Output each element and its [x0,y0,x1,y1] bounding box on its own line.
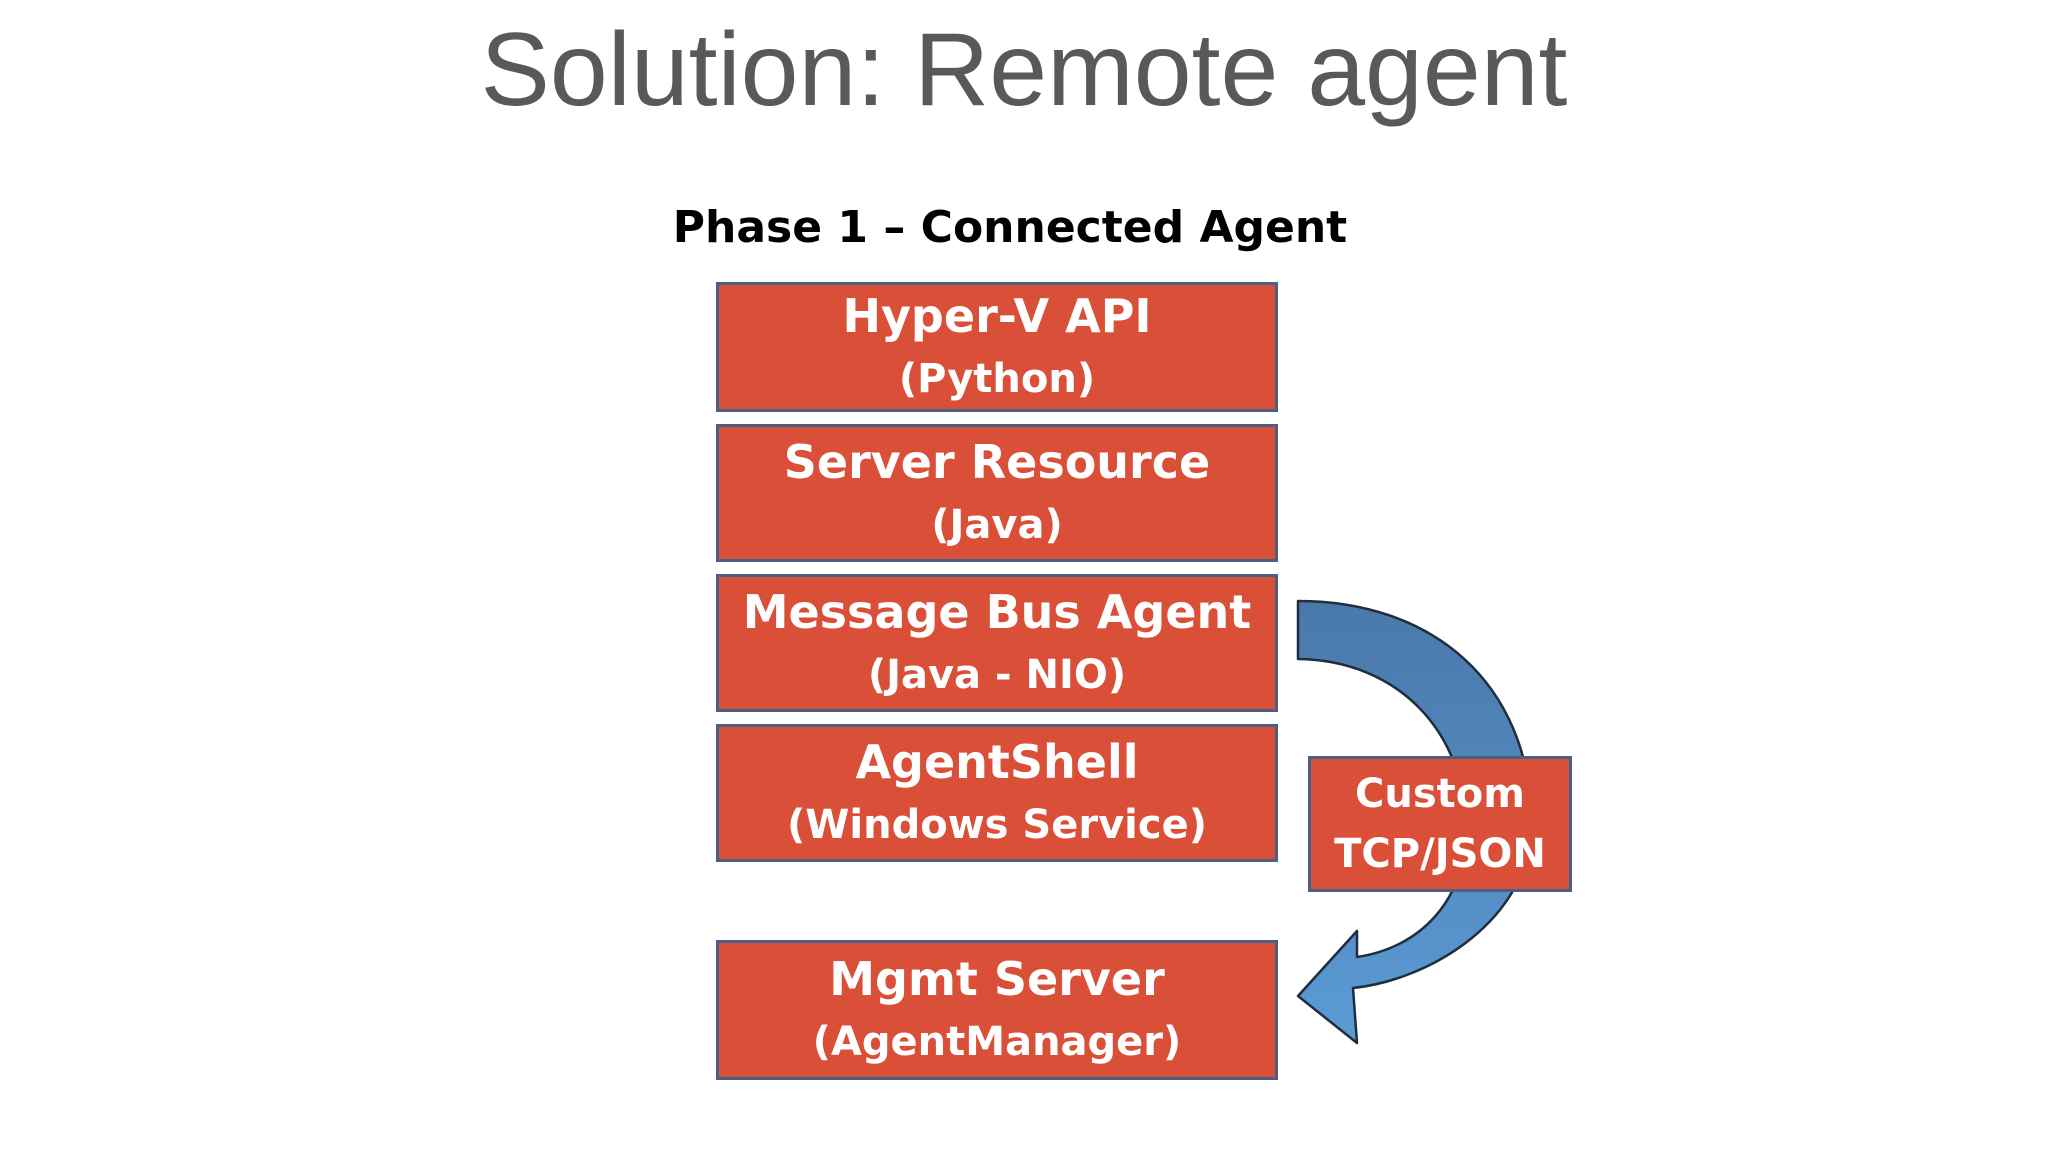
layer-box-server-resource: Server Resource (Java) [716,424,1278,562]
layer-tech: (Windows Service) [787,802,1207,848]
layer-box-mgmt-server: Mgmt Server (AgentManager) [716,940,1278,1080]
layer-box-agentshell: AgentShell (Windows Service) [716,724,1278,862]
layer-name: Message Bus Agent [742,585,1252,639]
protocol-line-2: TCP/JSON [1334,831,1546,877]
layer-name: Mgmt Server [829,952,1165,1006]
phase-heading: Phase 1 – Connected Agent [672,202,1348,253]
layer-name: AgentShell [855,735,1139,789]
layer-tech: (Java) [931,502,1063,548]
protocol-label-box: Custom TCP/JSON [1308,756,1572,892]
layer-box-hyperv-api: Hyper-V API (Python) [716,282,1278,412]
layer-tech: (Java - NIO) [867,652,1127,698]
layer-name: Server Resource [783,435,1211,489]
layer-name: Hyper-V API [842,289,1152,343]
layer-box-message-bus-agent: Message Bus Agent (Java - NIO) [716,574,1278,712]
layer-tech: (Python) [898,356,1096,402]
slide-title: Solution: Remote agent [480,12,1568,128]
protocol-line-1: Custom [1355,771,1525,817]
layer-tech: (AgentManager) [812,1019,1182,1065]
curved-arrow-icon [1296,599,1534,1045]
